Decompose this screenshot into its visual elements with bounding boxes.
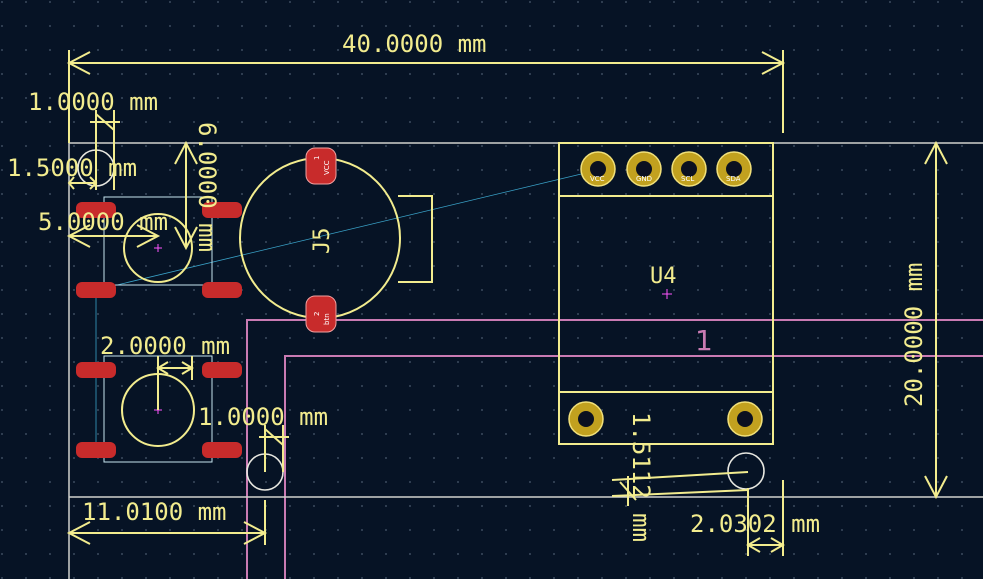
u4-pin-label: SCL — [681, 175, 694, 183]
u4-mount-pads — [568, 401, 763, 437]
dimension-hole-diameter-mid[interactable]: 1.0000 mm — [198, 403, 328, 431]
mounting-hole-right — [727, 452, 765, 490]
smd-pad — [76, 442, 116, 458]
dimension-hole-diameter-top[interactable]: 1.0000 mm — [28, 88, 158, 116]
push-button-bottom[interactable] — [76, 355, 242, 463]
u4-pin-label: GND — [636, 175, 652, 183]
connector-j5[interactable]: 1 VCC 2 btn J5 — [239, 147, 433, 333]
dimension-vertical-top[interactable]: 6.0000 mm — [193, 122, 221, 252]
dimension-lines[interactable] — [66, 50, 948, 556]
u4-pin-label: VCC — [590, 175, 605, 183]
dimension-board-width[interactable]: 40.0000 mm — [342, 30, 487, 58]
u4-reference: U4 — [650, 264, 677, 289]
smd-pad — [202, 442, 242, 458]
smd-pad — [202, 202, 242, 218]
dimension-left-offset[interactable]: 11.0100 mm — [82, 498, 227, 526]
j5-pin1-net: VCC — [323, 160, 331, 175]
dimension-switch-offset[interactable]: 5.0000 mm — [38, 208, 168, 236]
dimension-hole-offset-bottom[interactable]: 1.5112 mm — [627, 412, 655, 542]
smd-pad — [76, 362, 116, 378]
smd-pad — [76, 282, 116, 298]
smd-pad — [202, 282, 242, 298]
module-u4[interactable]: VCC GND SCL SDA U4 — [558, 142, 774, 445]
dimension-switch-gap[interactable]: 2.0000 mm — [100, 332, 230, 360]
u4-header-pads: VCC GND SCL SDA — [580, 151, 752, 187]
dimension-board-height[interactable]: 20.0000 mm — [900, 263, 928, 408]
j5-pin2-net: btn — [323, 313, 331, 325]
zone-outline[interactable] — [246, 319, 983, 579]
j5-reference: J5 — [310, 228, 335, 255]
push-button-top[interactable] — [76, 196, 242, 298]
j5-pin2-label: 2 — [313, 312, 321, 316]
j5-pad-1 — [305, 147, 337, 185]
u4-pin-label: SDA — [726, 175, 741, 183]
smd-pad — [202, 362, 242, 378]
j5-pin1-label: 1 — [313, 156, 321, 160]
dimension-hole-right-offset[interactable]: 2.0302 mm — [690, 510, 820, 538]
dimension-hole-offset-top[interactable]: 1.5000 mm — [7, 154, 137, 182]
smd-pad — [76, 202, 116, 218]
j5-pad-2 — [305, 295, 337, 333]
zone-number: 1 — [695, 324, 713, 357]
